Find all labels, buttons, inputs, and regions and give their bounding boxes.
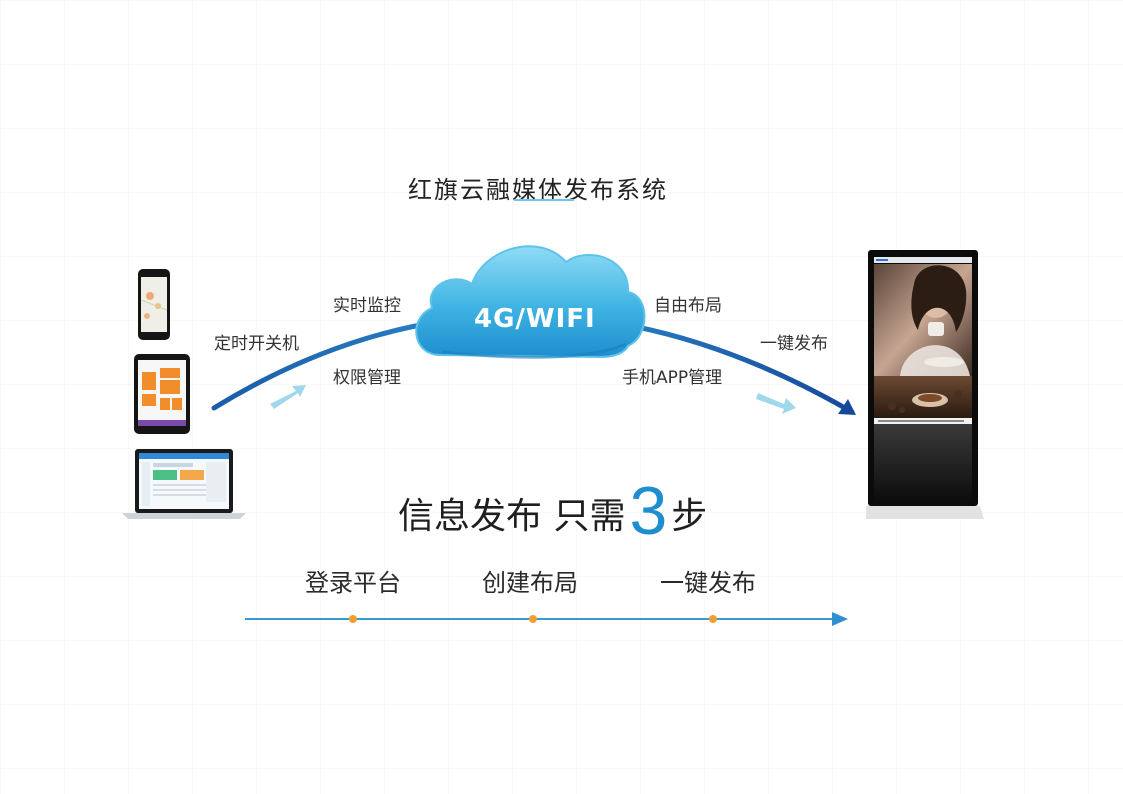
feature-free-layout: 自由布局 — [654, 296, 722, 316]
step-create-layout: 创建布局 — [482, 569, 578, 597]
smartphone-device — [138, 269, 170, 340]
arc-arrowhead — [838, 399, 856, 415]
laptop-device — [122, 449, 246, 519]
step-one-click-publish: 一键发布 — [660, 569, 756, 597]
step-login-platform: 登录平台 — [305, 569, 401, 597]
feature-mobile-app-management: 手机APP管理 — [622, 368, 723, 388]
right-light-arrow — [756, 393, 796, 414]
kiosk-display — [866, 250, 984, 519]
feature-permission-management: 权限管理 — [333, 368, 401, 388]
left-light-arrow — [270, 385, 306, 409]
steps-timeline — [245, 612, 848, 626]
title-underline — [514, 199, 574, 201]
tablet-device — [134, 354, 190, 434]
feature-one-click-publish: 一键发布 — [760, 334, 828, 354]
feature-realtime-monitor: 实时监控 — [333, 296, 401, 316]
feature-scheduled-power: 定时开关机 — [214, 334, 299, 354]
headline-step-count: 3 — [629, 473, 668, 549]
headline-suffix: 步 — [671, 496, 708, 537]
cloud-label: 4G/WIFI — [474, 304, 596, 334]
cloud-shape — [415, 245, 646, 359]
headline-prefix: 信息发布 只需 — [398, 496, 626, 537]
